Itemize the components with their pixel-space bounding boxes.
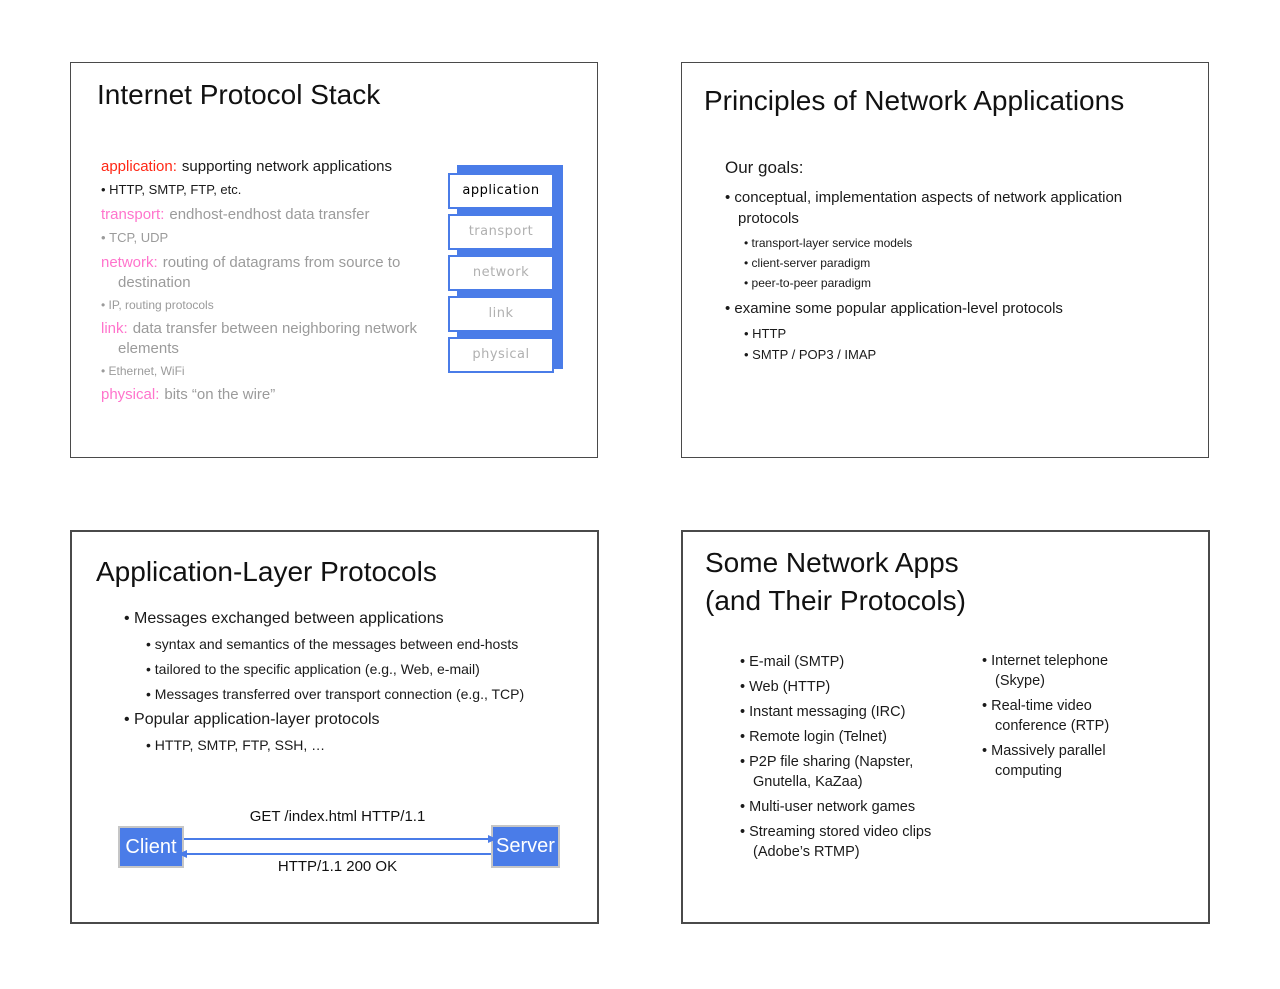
stack-layer-transport: transport xyxy=(448,214,554,250)
apps-column-right: Internet telephone (Skype) Real-time vid… xyxy=(982,651,1147,786)
app-streaming-video: Streaming stored video clips (Adobe’s RT… xyxy=(740,822,936,862)
app-internet-telephone: Internet telephone (Skype) xyxy=(982,651,1147,691)
slide3-title: Application-Layer Protocols xyxy=(96,556,437,587)
goal-examine-protocols: examine some popular application-level p… xyxy=(725,298,1178,319)
goal-conceptual: conceptual, implementation aspects of ne… xyxy=(725,187,1178,229)
transport-desc: endhost-endhost data transfer xyxy=(169,206,370,223)
transport-term: transport: xyxy=(101,206,165,223)
physical-desc: bits “on the wire” xyxy=(164,386,276,403)
network-term: network: xyxy=(101,254,158,271)
stack-layer-network: network xyxy=(448,255,554,291)
link-layer-line: link:data transfer between neighboring n… xyxy=(101,319,433,359)
app-email: E-mail (SMTP) xyxy=(740,652,936,672)
transport-examples: TCP, UDP xyxy=(101,229,435,247)
goal-sub-client-server: client-server paradigm xyxy=(744,253,1185,273)
slide4-title-line2: (and Their Protocols) xyxy=(705,585,966,616)
point-popular-protocols: Popular application-layer protocols xyxy=(124,709,584,731)
response-arrow xyxy=(178,850,491,858)
slide-internet-protocol-stack: Internet Protocol Stack application:supp… xyxy=(70,62,598,458)
slide-application-layer-protocols: Application-Layer Protocols Messages exc… xyxy=(70,530,599,924)
stack-layer-boxes: application transport network link physi… xyxy=(448,173,554,373)
app-web: Web (HTTP) xyxy=(740,677,936,697)
app-parallel-computing: Massively parallel computing xyxy=(982,741,1147,781)
client-box: Client xyxy=(118,826,184,868)
goal-sub-transport-models: transport-layer service models xyxy=(744,233,1185,253)
stack-layer-link: link xyxy=(448,296,554,332)
goals-heading: Our goals: xyxy=(725,158,804,177)
link-examples: Ethernet, WiFi xyxy=(101,363,435,379)
point-sub-transport-connection: Messages transferred over transport conn… xyxy=(146,684,558,705)
application-examples: HTTP, SMTP, FTP, etc. xyxy=(101,181,435,199)
goals-list: Our goals: conceptual, implementation as… xyxy=(725,157,1185,365)
point-sub-syntax-semantics: syntax and semantics of the messages bet… xyxy=(146,634,558,655)
app-network-games: Multi-user network games xyxy=(740,797,936,817)
app-layer-points: Messages exchanged between applications … xyxy=(124,608,584,760)
http-response-label: HTTP/1.1 200 OK xyxy=(277,858,398,875)
goal-sub-peer-to-peer: peer-to-peer paradigm xyxy=(744,273,1185,293)
transport-layer-line: transport:endhost-endhost data transfer xyxy=(101,205,435,225)
apps-column-left: E-mail (SMTP) Web (HTTP) Instant messagi… xyxy=(740,652,936,867)
point-sub-tailored: tailored to the specific application (e.… xyxy=(146,659,558,680)
protocol-stack-diagram: application transport network link physi… xyxy=(448,165,563,374)
app-instant-messaging: Instant messaging (IRC) xyxy=(740,702,936,722)
goal-sub-http: HTTP xyxy=(744,323,1185,344)
network-layer-line: network:routing of datagrams from source… xyxy=(101,253,433,293)
app-video-conference: Real-time video conference (RTP) xyxy=(982,696,1147,736)
stack-layer-application: application xyxy=(448,173,554,209)
physical-layer-line: physical:bits “on the wire” xyxy=(101,385,435,405)
network-desc: routing of datagrams from source to dest… xyxy=(118,254,401,291)
application-term: application: xyxy=(101,158,177,175)
stack-layer-physical: physical xyxy=(448,337,554,373)
slide-principles-of-network-applications: Principles of Network Applications Our g… xyxy=(681,62,1209,458)
server-box: Server xyxy=(491,825,560,868)
physical-term: physical: xyxy=(101,386,160,403)
slide4-title-line1: Some Network Apps xyxy=(705,547,959,578)
link-term: link: xyxy=(101,320,128,337)
application-layer-line: application:supporting network applicati… xyxy=(101,157,435,177)
link-desc: data transfer between neighboring networ… xyxy=(118,320,418,357)
slide1-title: Internet Protocol Stack xyxy=(97,79,381,110)
slide-some-network-apps: Some Network Apps (and Their Protocols) … xyxy=(681,530,1210,924)
app-remote-login: Remote login (Telnet) xyxy=(740,727,936,747)
network-examples: IP, routing protocols xyxy=(101,297,435,313)
point-sub-http-smtp-ftp-ssh: HTTP, SMTP, FTP, SSH, … xyxy=(146,735,558,756)
http-request-label: GET /index.html HTTP/1.1 xyxy=(249,808,426,825)
request-arrow xyxy=(184,835,497,843)
app-p2p-file-sharing: P2P file sharing (Napster, Gnutella, KaZ… xyxy=(740,752,936,792)
protocol-layer-descriptions: application:supporting network applicati… xyxy=(101,157,435,409)
goal-sub-smtp-pop3-imap: SMTP / POP3 / IMAP xyxy=(744,344,1185,365)
slide4-title: Some Network Apps (and Their Protocols) xyxy=(705,544,966,620)
application-desc: supporting network applications xyxy=(181,158,393,175)
slide2-title: Principles of Network Applications xyxy=(704,85,1125,116)
point-messages-exchanged: Messages exchanged between applications xyxy=(124,608,584,630)
